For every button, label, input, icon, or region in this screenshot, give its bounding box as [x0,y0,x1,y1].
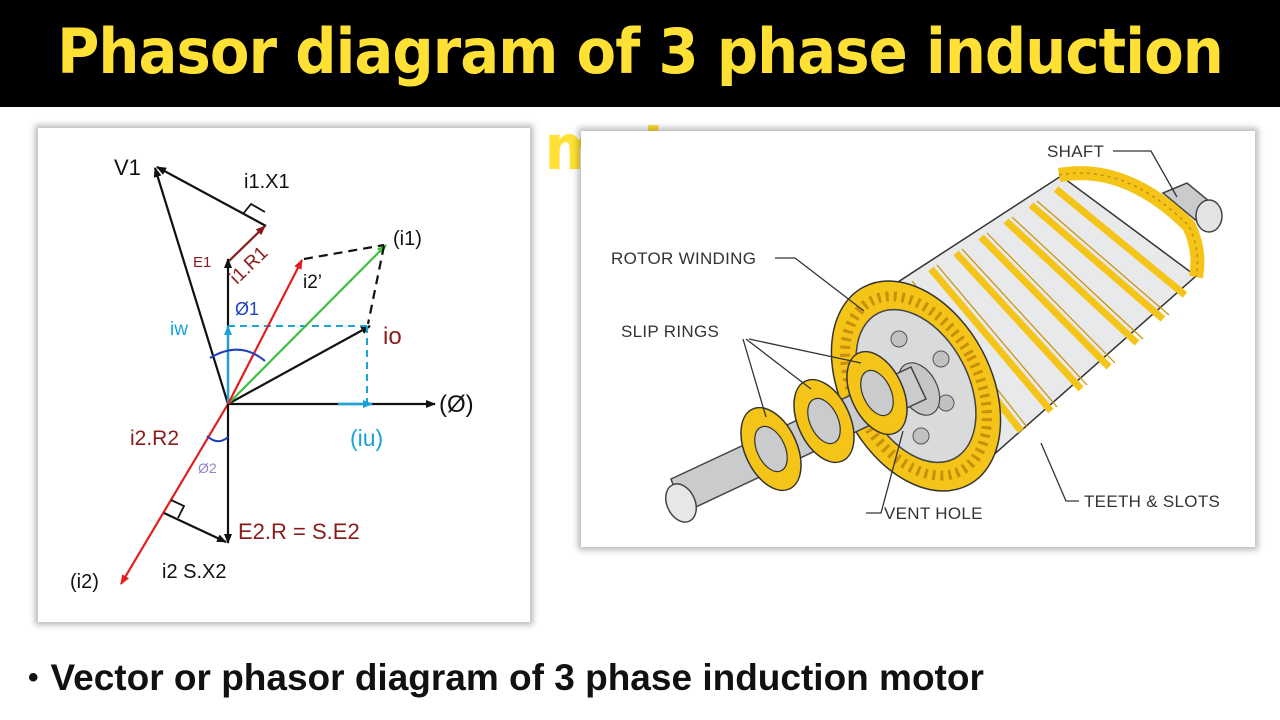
rotor-winding-label: ROTOR WINDING [611,249,756,268]
teeth-slots-label: TEETH & SLOTS [1084,492,1220,511]
i2sx2-label: i2 S.X2 [162,561,226,583]
vent-hole-leader [866,430,904,514]
slip-rings-label: SLIP RINGS [621,322,719,341]
e2r-label: E2.R = S.E2 [238,519,360,544]
shaft-leader [1113,150,1178,198]
vent-hole [890,330,908,348]
phasor-diagram: V1 i1.X1 E1 i1.R1 (i1) i2’ Ø1 iw io (Ø) … [70,155,474,593]
e1-label: E1 [193,254,211,271]
i1-label: (i1) [393,228,422,250]
i2-prime-phasor [227,259,303,405]
i1x1-drop [156,166,267,227]
flux-label: (Ø) [439,391,474,418]
io-label: io [383,323,402,350]
right-angle-mark-top [242,202,266,215]
slip-rings-leader [742,338,767,418]
vent-hole-label: VENT HOLE [884,504,983,523]
rotor-figure-panel: SHAFT ROTOR WINDING SLIP RINGS VENT HOLE… [581,131,1255,547]
phasor-diagram-panel: V1 i1.X1 E1 i1.R1 (i1) i2’ Ø1 iw io (Ø) … [38,128,530,622]
bullet-point: • [28,661,39,694]
slip-rings-leader [745,338,812,390]
parallelogram-top [303,243,385,261]
footer-caption: Vector or phasor diagram of 3 phase indu… [50,657,984,698]
i2-prime-label: i2’ [303,272,322,293]
phi2-label: Ø2 [198,460,217,476]
rotor-illustration: SHAFT ROTOR WINDING SLIP RINGS VENT HOLE… [611,142,1223,523]
shaft-label: SHAFT [1047,142,1104,161]
rotor-shaft-right [1161,182,1223,233]
slip-ring [846,350,908,436]
slip-ring [793,378,855,464]
parallelogram-side [366,245,386,325]
vent-hole [937,394,955,412]
i2-phasor [120,403,229,585]
phi1-label: Ø1 [235,299,259,319]
phi2-arc [206,435,229,443]
v1-label: V1 [114,155,141,180]
right-angle-mark-bottom [170,499,186,519]
rotor-winding-leader [775,257,865,312]
i1r1-label: i1.R1 [226,243,272,289]
footer-bullet-line: • Vector or phasor diagram of 3 phase ind… [28,648,984,708]
teeth-slots-leader [1040,442,1079,502]
slip-rings [740,350,908,492]
i2sx2-drop [163,512,227,543]
iw-label: iw [170,319,188,340]
i1-phasor [227,244,387,405]
i2-label: (i2) [70,571,99,593]
iu-label: (iu) [350,425,383,451]
title-banner: Phasor diagram of 3 phase induction moto… [0,0,1280,184]
vent-hole [932,350,950,368]
slip-rings-leader [748,338,862,364]
i1r1-drop [228,225,266,262]
i1x1-label: i1.X1 [244,171,290,193]
vent-hole [912,427,930,445]
i2r2-label: i2.R2 [130,427,179,450]
v1-phasor [153,167,230,405]
phi1-arc [209,348,266,362]
slip-ring [740,406,802,492]
io-phasor [227,325,371,405]
